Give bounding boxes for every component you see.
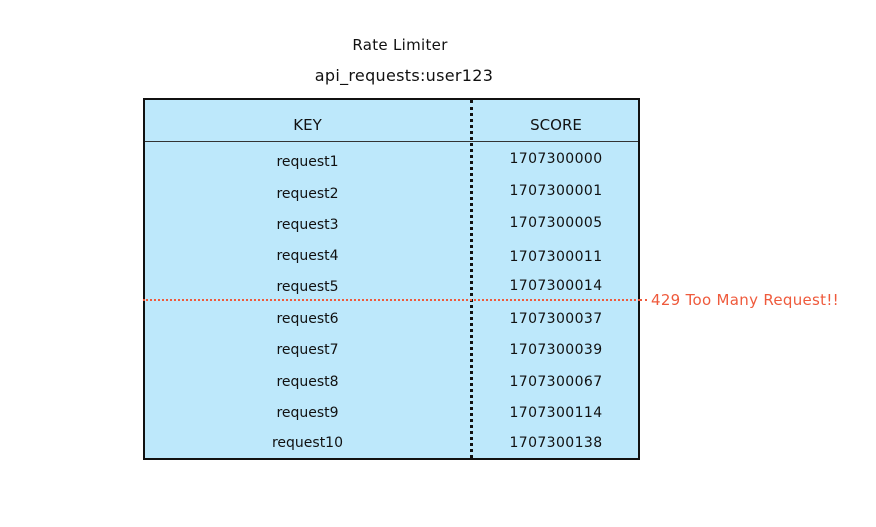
rate-limit-threshold-line xyxy=(143,299,640,301)
row-key: request6 xyxy=(276,311,339,327)
row-key: request2 xyxy=(276,186,339,202)
header-divider xyxy=(145,141,638,142)
redis-key-name: api_requests:user123 xyxy=(314,66,494,85)
sorted-set-table: KEY SCORE request1 1707300000 request2 1… xyxy=(143,98,640,460)
row-score: 1707300037 xyxy=(509,311,603,327)
row-score: 1707300039 xyxy=(509,342,603,358)
row-key: request1 xyxy=(276,154,339,170)
row-score: 1707300000 xyxy=(509,151,603,167)
header-score: SCORE xyxy=(530,116,582,134)
row-score: 1707300114 xyxy=(509,405,603,421)
row-score: 1707300005 xyxy=(509,215,603,231)
row-key: request9 xyxy=(276,405,339,421)
header-key: KEY xyxy=(293,116,322,134)
row-score: 1707300067 xyxy=(509,374,603,390)
row-score: 1707300001 xyxy=(509,183,603,199)
row-key: request4 xyxy=(276,248,339,264)
row-key: request10 xyxy=(271,435,344,451)
row-key: request7 xyxy=(276,342,339,358)
rate-limit-threshold-tail xyxy=(640,299,647,301)
column-divider xyxy=(470,100,473,458)
row-key: request8 xyxy=(276,374,339,390)
rate-limit-error-label: 429 Too Many Request!! xyxy=(651,291,839,309)
row-key: request3 xyxy=(276,217,339,233)
row-score: 1707300014 xyxy=(509,278,603,294)
row-score: 1707300011 xyxy=(509,249,603,265)
row-score: 1707300138 xyxy=(509,435,603,451)
row-key: request5 xyxy=(276,279,339,295)
diagram-title: Rate Limiter xyxy=(352,36,448,54)
